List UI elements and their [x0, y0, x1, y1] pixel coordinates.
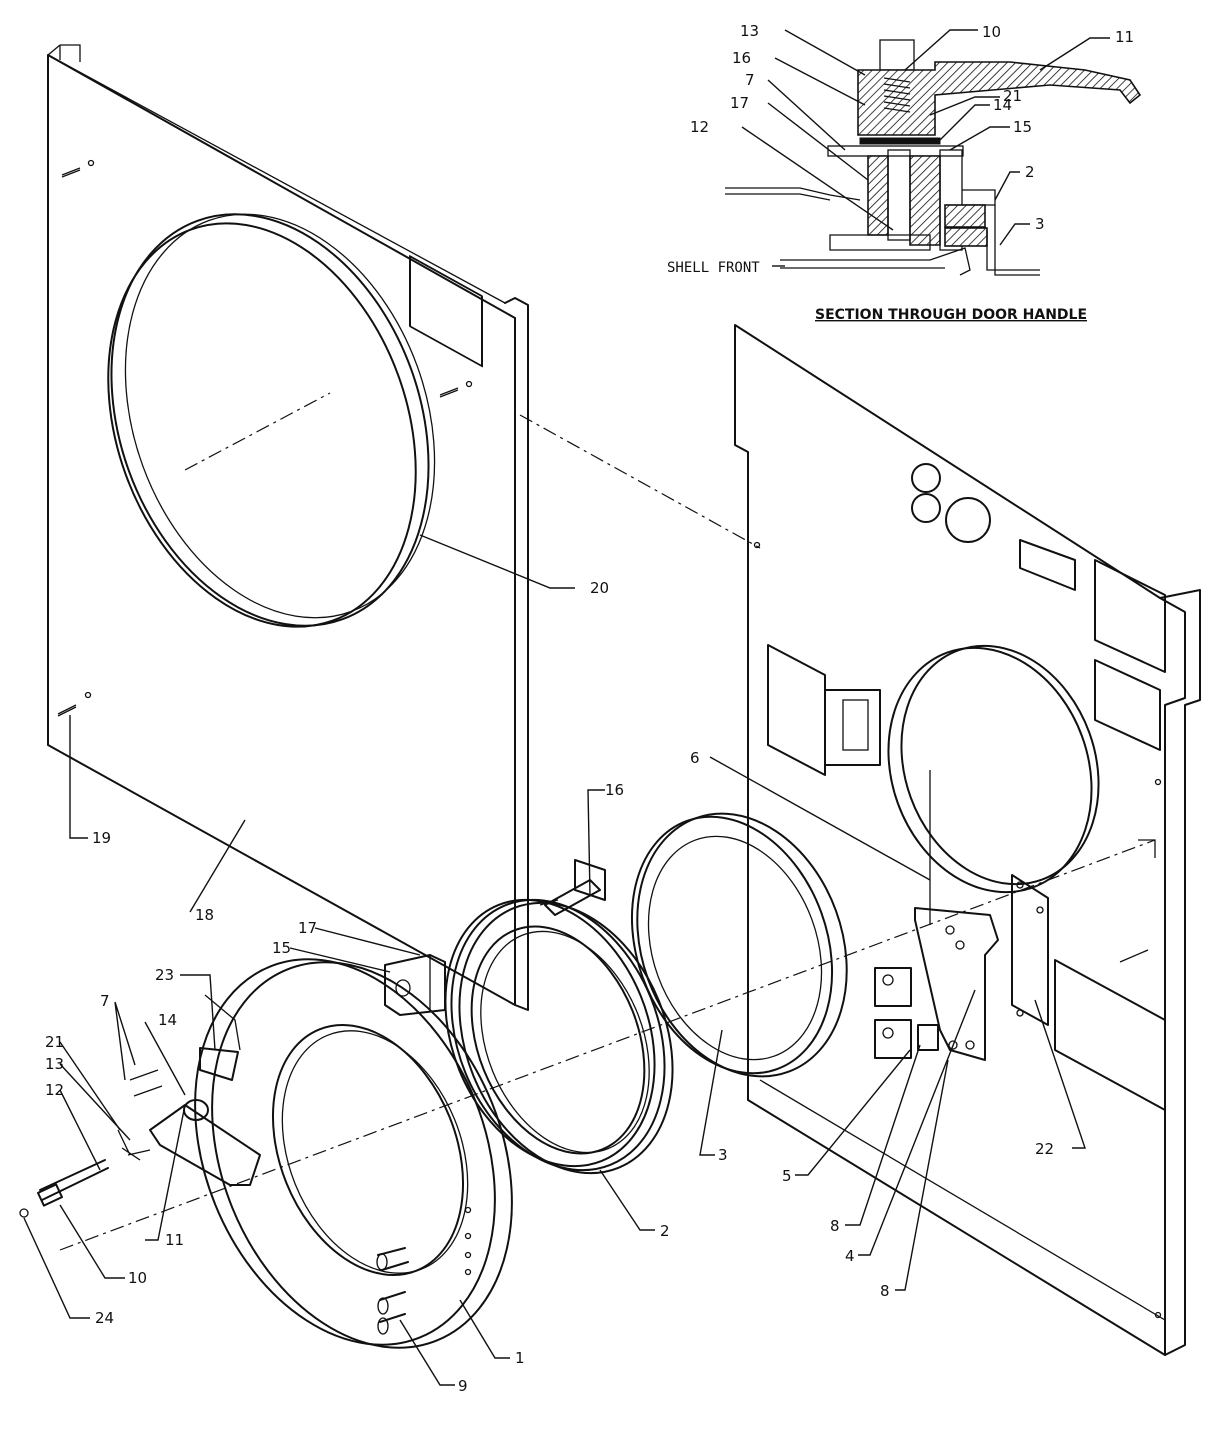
callout-10: 10 [128, 1269, 147, 1287]
front-panel-edge [504, 297, 529, 1011]
callout-15: 15 [272, 939, 291, 957]
door-gasket-2 [444, 898, 674, 1175]
callout-1: 1 [515, 1349, 525, 1367]
callout-7: 7 [100, 992, 110, 1010]
shell-front-panel [734, 324, 1201, 1356]
section-callout-11: 11 [1115, 28, 1134, 46]
bushing-right [909, 155, 941, 246]
shaft-top [879, 39, 915, 71]
section-callout-14: 14 [993, 96, 1012, 114]
front-panel-18 [47, 44, 529, 1011]
section-callout-16: 16 [732, 49, 751, 67]
callout-8: 8 [830, 1217, 840, 1235]
section-callout-13: 13 [740, 22, 759, 40]
shell-front-line [780, 247, 971, 276]
section-view: 13 10 11 16 7 21 14 17 15 12 2 3 SHELL F… [667, 22, 1142, 323]
callout-2: 2 [660, 1222, 670, 1240]
pin-12 [39, 1159, 109, 1201]
control-hole [911, 463, 941, 493]
callout-24: 24 [95, 1309, 114, 1327]
callout-6: 6 [690, 749, 700, 767]
door-bracket [962, 189, 996, 206]
door-handle-assembly [19, 1047, 261, 1218]
screw-icon [57, 704, 77, 717]
callout-20: 20 [590, 579, 609, 597]
screw-icon [439, 387, 459, 398]
section-callout-3: 3 [1035, 215, 1045, 233]
section-callout-10: 10 [982, 23, 1001, 41]
section-callout-12: 12 [690, 118, 709, 136]
callout-17: 17 [298, 919, 317, 937]
hinge-plate-22 [1011, 839, 1156, 1026]
base-plate [829, 234, 931, 251]
shell-slot [1019, 539, 1076, 591]
shell-front-outline [734, 324, 1186, 1356]
section-callout-15: 15 [1013, 118, 1032, 136]
screw-icon [61, 167, 81, 178]
panel-top-corner [47, 44, 81, 62]
callout-19: 19 [92, 829, 111, 847]
shell-cutout [1094, 559, 1166, 673]
bushing-left [867, 155, 889, 236]
callout-16: 16 [605, 781, 624, 799]
hinge-bracket-15 [384, 954, 446, 1016]
section-caption: SECTION THROUGH DOOR HANDLE [815, 307, 1087, 323]
callout-22: 22 [1035, 1140, 1054, 1158]
shell-lip [986, 205, 1040, 276]
callout-13: 13 [45, 1055, 64, 1073]
callout-21: 21 [45, 1033, 64, 1051]
hinge-blocks-5-8 [874, 967, 958, 1059]
screw-icon [377, 1247, 409, 1271]
handle-section [857, 61, 1142, 136]
section-callout-2: 2 [1025, 163, 1035, 181]
shell-cutout [1094, 659, 1161, 751]
shell-lower-cutout [1054, 959, 1166, 1111]
screw-icon [129, 1069, 163, 1097]
door-ring-1 [194, 958, 513, 1349]
shell-door-opening [887, 646, 1093, 894]
screws-9 [376, 1206, 472, 1335]
shaft-section [887, 149, 911, 241]
callout-14: 14 [158, 1011, 177, 1029]
control-hole [945, 497, 991, 543]
retaining-ring-24 [19, 1208, 29, 1218]
callout-12: 12 [45, 1081, 64, 1099]
latch-bracket-4 [914, 770, 999, 1061]
gasket-2 [944, 204, 986, 228]
callout-8-lower: 8 [880, 1282, 890, 1300]
assembly-axis [59, 839, 1156, 1251]
section-callout-17: 17 [730, 94, 749, 112]
spring-13 [117, 1129, 151, 1161]
callout-11: 11 [165, 1231, 184, 1249]
section-callout-7: 7 [745, 71, 755, 89]
callout-5: 5 [782, 1167, 792, 1185]
spring-section [883, 77, 911, 113]
control-hole [911, 493, 941, 523]
callout-3: 3 [718, 1146, 728, 1164]
callout-23: 23 [155, 966, 174, 984]
hinge-stud [1119, 839, 1156, 963]
gasket-3 [944, 227, 988, 247]
callout-9: 9 [458, 1377, 468, 1395]
switch-cutout [767, 644, 826, 776]
shell-plate [827, 145, 964, 157]
shaft-10 [36, 1183, 64, 1207]
front-panel-face [47, 54, 516, 1006]
callout-18: 18 [195, 906, 214, 924]
shell-front-edge [1159, 589, 1201, 1356]
section-callout-21: 21 [1003, 87, 1022, 105]
hinge-pin-16 [539, 859, 606, 916]
washer-14 [859, 137, 941, 145]
label-23 [199, 1047, 239, 1081]
panel-label-plate [409, 255, 483, 368]
door-glass-3 [630, 812, 848, 1078]
callout-4: 4 [845, 1247, 855, 1265]
shell-front-label: SHELL FRONT [667, 260, 760, 276]
door-switch [824, 689, 881, 766]
